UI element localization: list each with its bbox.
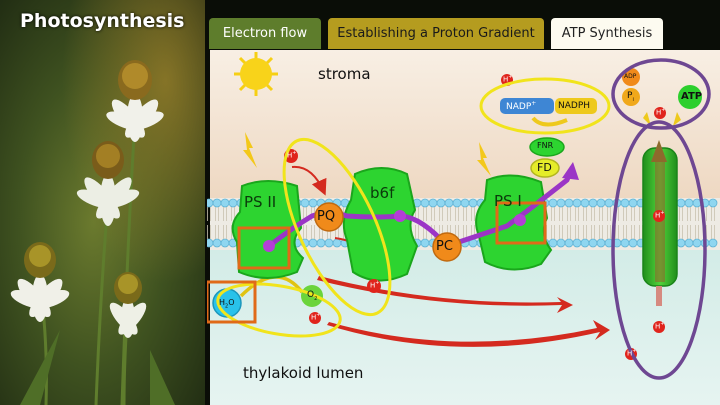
highlight-nadph: [479, 77, 611, 135]
pi-label: Pi: [627, 91, 634, 103]
tab-proton-gradient[interactable]: Establishing a Proton Gradient: [328, 18, 544, 49]
plastoquinone: [314, 202, 344, 232]
fd-label: FD: [537, 161, 552, 174]
ps1-label: PS I: [494, 192, 522, 210]
light-bolt-icon: [477, 142, 491, 176]
highlight-water-split: [216, 282, 342, 338]
highlight-pq: [282, 137, 392, 317]
fnr-enzyme: [529, 137, 565, 157]
ps2-label: PS II: [244, 193, 277, 211]
adp-label: ADP: [624, 73, 637, 80]
highlight-box: [207, 280, 257, 324]
highlight-atp-synthase: [611, 120, 707, 380]
proton-label: H+: [656, 107, 666, 117]
proton-label: H+: [627, 348, 637, 358]
cytochrome-b6f: [342, 167, 419, 282]
proton-dot: [654, 107, 666, 119]
proton-label: H+: [370, 280, 380, 290]
proton-label: H+: [311, 312, 321, 322]
proton-label: H+: [655, 321, 665, 331]
proton-label: H+: [287, 150, 297, 160]
highlight-box: [495, 201, 547, 245]
lumen-label: thylakoid lumen: [243, 364, 364, 382]
o2-label: O2: [307, 290, 318, 302]
fnr-label: FNR: [537, 141, 554, 150]
stroma-label: stroma: [318, 65, 371, 83]
nadph-pill: [555, 98, 597, 114]
tab-electron-flow[interactable]: Electron flow: [209, 18, 321, 49]
nadph-label: NADPH: [558, 101, 591, 111]
proton-dot: [653, 210, 665, 222]
pq-label: PQ: [317, 209, 336, 224]
tab-atp-synthesis[interactable]: ATP Synthesis: [551, 18, 663, 49]
coneflower-photo: Photosynthesis: [0, 0, 207, 405]
atp-synthase: [642, 140, 678, 306]
tab-bar: Electron flow Establishing a Proton Grad…: [207, 0, 720, 50]
atp-molecule: [678, 85, 702, 109]
b6f-label: b6f: [370, 184, 395, 202]
highlight-box: [237, 226, 291, 270]
ferredoxin: [530, 158, 560, 178]
proton-flow-arrow: [317, 276, 573, 313]
proton-label: H+: [655, 210, 665, 220]
proton-dot: [309, 312, 321, 324]
proton-flow-arrow: [327, 320, 610, 347]
phosphate-molecule: [622, 88, 640, 106]
nadp-label: NADP+: [506, 100, 537, 112]
oxygen-molecule: [301, 285, 323, 307]
highlight-atp-synthesis: [611, 58, 711, 130]
photosynthesis-diagram: stroma thylakoid lumen PS II b6f PS I PQ…: [207, 50, 720, 405]
plastocyanin: [432, 232, 462, 262]
nadp-pill: [500, 98, 554, 114]
proton-dot: [653, 321, 665, 333]
atp-label: ATP: [681, 91, 703, 102]
sun-icon: [234, 52, 278, 96]
light-bolt-icon: [243, 132, 257, 168]
proton-label: H+: [503, 74, 513, 84]
slide-title: Photosynthesis: [20, 10, 185, 32]
proton-dot: [367, 279, 381, 293]
pc-label: PC: [436, 239, 453, 254]
h2o-label: H2O: [219, 298, 235, 310]
